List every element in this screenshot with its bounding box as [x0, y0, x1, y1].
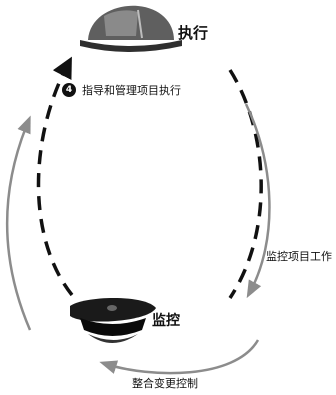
right-gray-arc [244, 103, 271, 299]
integrated-change-control-label: 整合变更控制 [132, 377, 198, 390]
left-dashed-arc [36, 56, 74, 297]
direct-manage-execution-label: 指导和管理项目执行 [82, 83, 181, 97]
police-cap-icon [70, 298, 156, 343]
right-dashed-arc [228, 69, 263, 299]
hard-hat-icon [80, 5, 182, 52]
step-number-badge: 4 [62, 83, 76, 97]
monitor-project-work-label: 监控项目工作 [266, 250, 332, 263]
monitor-label: 监控 [152, 313, 180, 329]
execute-label: 执行 [178, 24, 209, 42]
left-gray-arc [6, 115, 32, 331]
direct-manage-execution-annotation: 4 指导和管理项目执行 [62, 83, 181, 97]
bottom-gray-arc [99, 339, 260, 375]
